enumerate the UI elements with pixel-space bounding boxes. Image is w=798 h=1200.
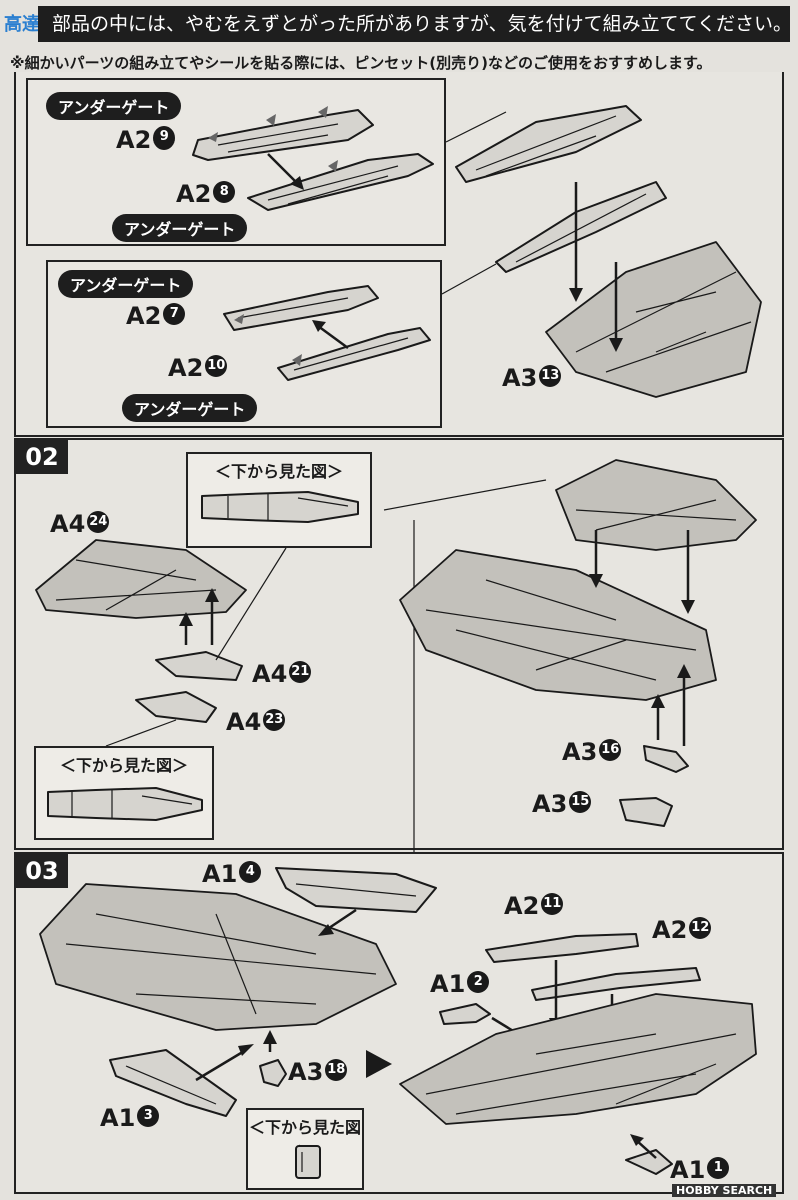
bottom-view-step3-drawing — [295, 1145, 321, 1179]
step-number-02: 02 — [16, 440, 68, 474]
gate-parts-b-drawing — [223, 285, 431, 381]
under-gate-tag-b-bottom: アンダーゲート — [122, 394, 258, 422]
under-gate-tag-b-top: アンダーゲート — [58, 270, 194, 298]
bottom-view-box-step3: ＜下から見た図＞ — [246, 1108, 364, 1190]
under-gate-tag-a-bottom: アンダーゲート — [112, 214, 248, 242]
tweezers-note: ※細かいパーツの組み立てやシールを貼る際には、ピンセット(別売り)などのご使用を… — [10, 54, 712, 72]
bottom-view-lower-drawing — [47, 787, 203, 821]
bottom-view-title-lower: ＜下から見た図＞ — [59, 756, 188, 775]
bottom-view-upper-drawing — [201, 491, 359, 523]
gate-parts-a-drawing — [192, 106, 434, 211]
bottom-view-box-lower: ＜下から見た図＞ — [34, 746, 214, 840]
step-1-main-drawing — [441, 105, 762, 398]
watermark-top-left: 高達 — [4, 14, 40, 35]
under-gate-tag-a-top: アンダーゲート — [46, 92, 182, 120]
watermark-bottom-right: HOBBY SEARCH — [672, 1184, 777, 1197]
step-3-drawing — [39, 867, 757, 1175]
step-number-03: 03 — [16, 854, 68, 888]
caution-banner: 部品の中には、やむをえずとがった所がありますが、気を付けて組み立ててください。 — [38, 6, 790, 42]
bottom-view-title-upper: ＜下から見た図＞ — [214, 462, 343, 481]
bottom-view-box-upper: ＜下から見た図＞ — [186, 452, 372, 548]
step-2-drawing — [35, 459, 757, 852]
